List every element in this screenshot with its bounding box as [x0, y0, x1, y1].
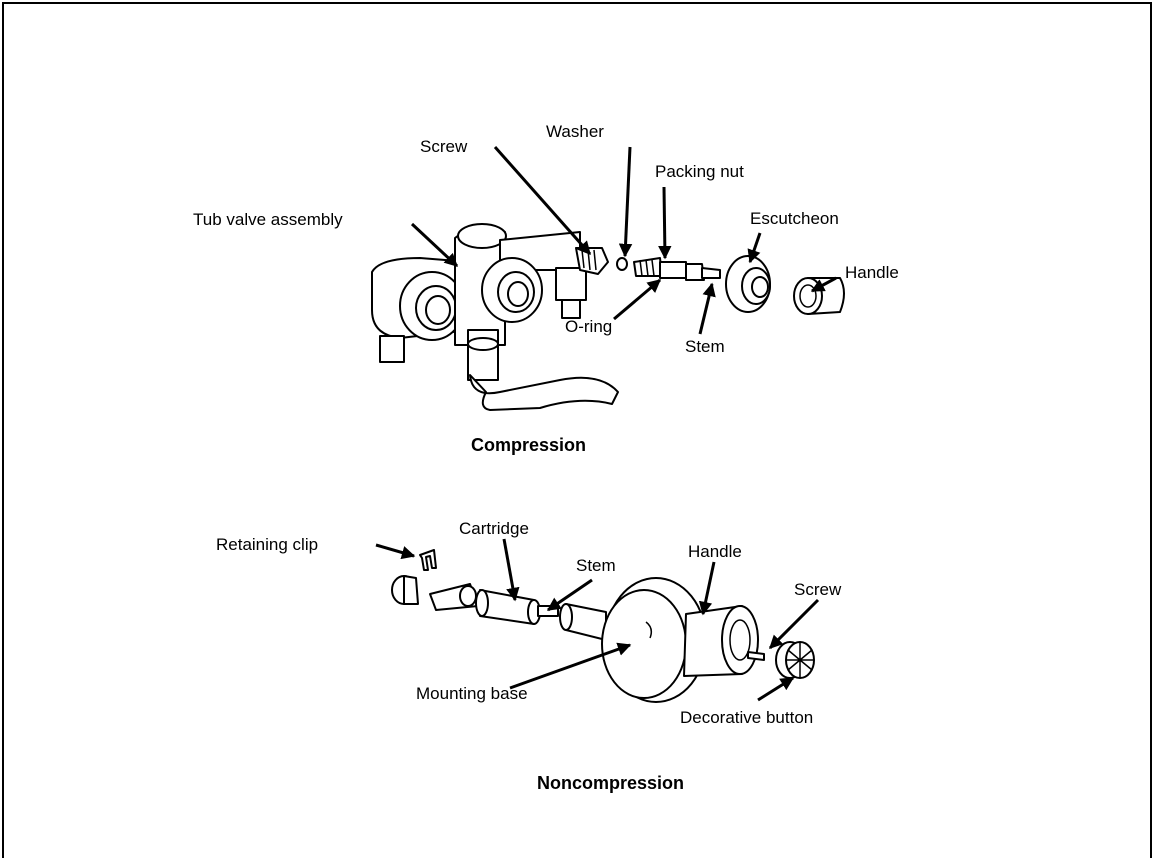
washer-part: [617, 258, 627, 270]
label-mounting-base: Mounting base: [416, 684, 528, 703]
escutcheon-part: [726, 256, 770, 312]
cartridge-part: [392, 576, 558, 624]
label-tub-valve-assembly: Tub valve assembly: [193, 210, 343, 229]
noncompression-screw-part: [748, 652, 764, 660]
label-screw: Screw: [420, 137, 468, 156]
noncompression-stem-part: [560, 604, 606, 640]
label-noncompression-screw: Screw: [794, 580, 842, 599]
label-handle: Handle: [845, 263, 899, 282]
packing-nut-stem-part: [634, 258, 720, 280]
label-retaining-clip: Retaining clip: [216, 535, 318, 554]
label-decorative-button: Decorative button: [680, 708, 813, 727]
compression-handle-part: [794, 278, 844, 314]
label-escutcheon: Escutcheon: [750, 209, 839, 228]
compression-screw-part: [576, 248, 608, 274]
noncompression-handle-part: [684, 606, 758, 676]
label-cartridge: Cartridge: [459, 519, 529, 538]
caption-noncompression: Noncompression: [537, 773, 684, 793]
retaining-clip-part: [420, 550, 436, 570]
label-noncompression-handle: Handle: [688, 542, 742, 561]
label-washer: Washer: [546, 122, 604, 141]
label-stem: Stem: [685, 337, 725, 356]
label-noncompression-stem: Stem: [576, 556, 616, 575]
label-packing-nut: Packing nut: [655, 162, 744, 181]
label-o-ring: O-ring: [565, 317, 612, 336]
decorative-button-part: [776, 642, 814, 678]
caption-compression: Compression: [471, 435, 586, 455]
